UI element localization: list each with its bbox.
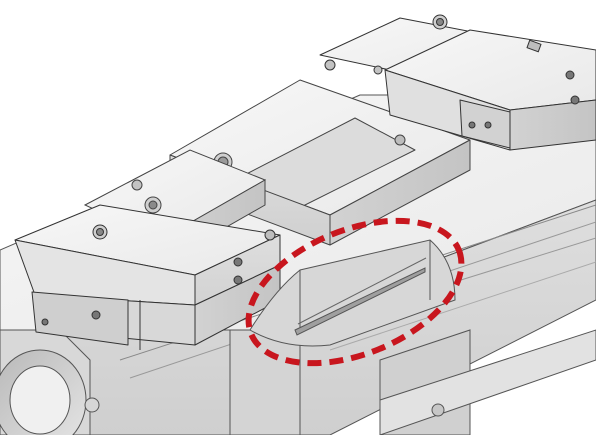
right-carriage bbox=[319, 14, 596, 151]
left-carriage bbox=[14, 204, 281, 350]
right-foot bbox=[379, 329, 596, 435]
end-bore bbox=[0, 329, 100, 435]
groove-feature bbox=[249, 239, 456, 347]
left-foot bbox=[229, 329, 301, 435]
highlight-ellipse bbox=[245, 217, 465, 367]
